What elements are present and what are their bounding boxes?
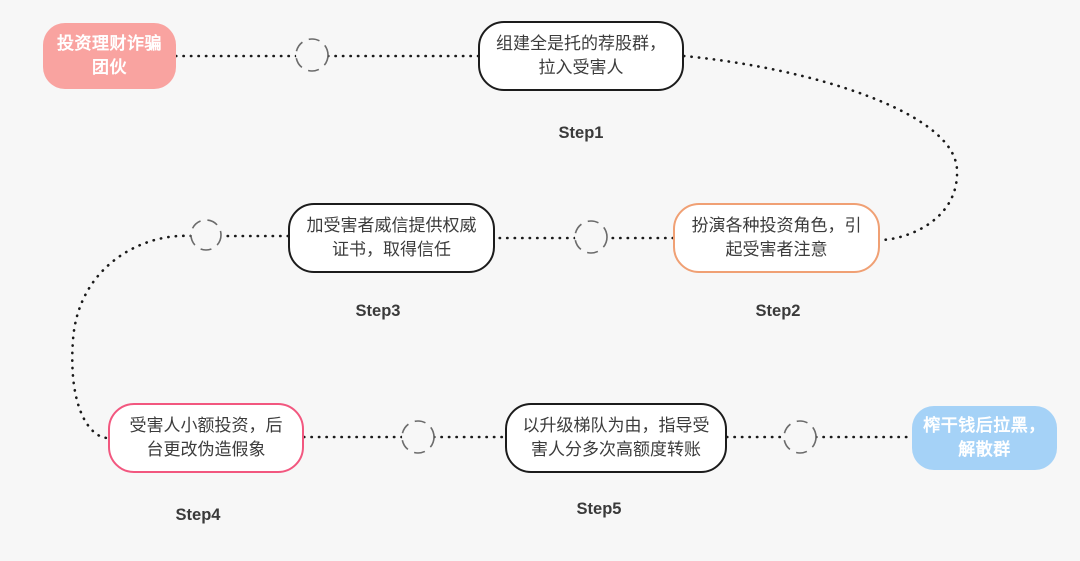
step5-node[interactable]: 以升级梯队为由，指导受害人分多次高额度转账 [505, 403, 727, 473]
step-label-2: Step2 [755, 302, 801, 320]
connector-circle-2 [190, 219, 222, 251]
connector-circle-3 [574, 220, 608, 254]
step-label-3: Step3 [355, 302, 401, 320]
step3-node-label: 加受害者威信提供权威证书，取得信任 [306, 215, 477, 259]
end-node-label: 榨干钱后拉黑，解散群 [923, 415, 1046, 459]
step4-node-label: 受害人小额投资，后台更改伪造假象 [129, 415, 283, 459]
connector-circle-4 [401, 420, 435, 454]
start-node-label: 投资理财诈骗团伙 [57, 33, 162, 77]
step1-node-label: 组建全是托的荐股群，拉入受害人 [496, 33, 666, 77]
step-label-4: Step4 [175, 506, 221, 524]
step-label-5: Step5 [576, 500, 622, 518]
start-node-fraud-gang[interactable]: 投资理财诈骗团伙 [43, 23, 176, 89]
connector-circle-1 [295, 38, 329, 72]
step2-node[interactable]: 扮演各种投资角色，引起受害者注意 [673, 203, 880, 273]
step-label-1: Step1 [558, 124, 604, 142]
step5-node-label: 以升级梯队为由，指导受害人分多次高额度转账 [522, 415, 710, 459]
step4-node[interactable]: 受害人小额投资，后台更改伪造假象 [108, 403, 304, 473]
step3-node[interactable]: 加受害者威信提供权威证书，取得信任 [288, 203, 495, 273]
step1-node[interactable]: 组建全是托的荐股群，拉入受害人 [478, 21, 684, 91]
step2-node-label: 扮演各种投资角色，引起受害者注意 [691, 215, 862, 259]
end-node-drain-and-block[interactable]: 榨干钱后拉黑，解散群 [912, 406, 1057, 470]
connector-circle-5 [783, 420, 817, 454]
